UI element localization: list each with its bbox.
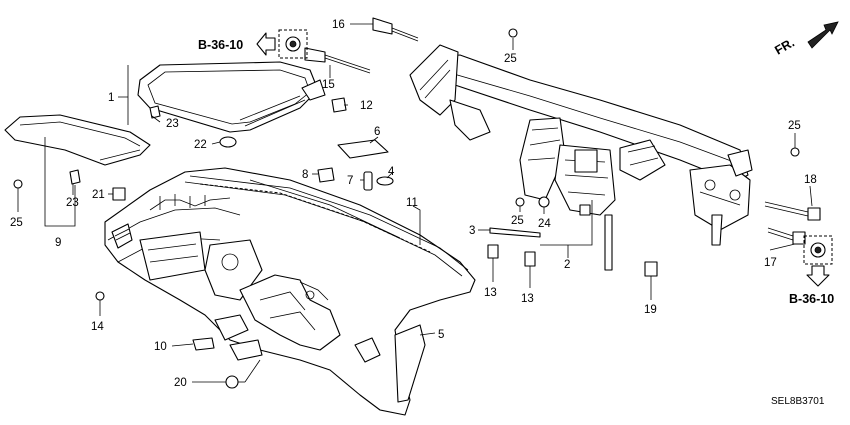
callout-14: 14: [91, 321, 104, 333]
front-direction-label: FR.: [772, 35, 796, 57]
reference-label-right: B-36-10: [789, 292, 834, 306]
front-direction-indicator: FR.: [772, 21, 839, 58]
callout-24: 24: [538, 218, 551, 230]
passenger-airbag-lid: [137, 61, 326, 133]
callout-13a: 13: [484, 287, 497, 299]
callout-21: 21: [92, 189, 105, 201]
steering-hanger-beam: [409, 44, 753, 271]
hardware: [13, 17, 826, 389]
callout-8: 8: [302, 169, 308, 181]
callout-10: 10: [154, 341, 167, 353]
callout-4: 4: [388, 166, 395, 178]
callout-numbers: 1 2 3 4 5 6 7 8 9 10 11 12 13 13 14 15 1…: [10, 19, 817, 389]
callout-6: 6: [374, 126, 380, 138]
callout-25c: 25: [511, 215, 524, 227]
callout-22: 22: [194, 139, 207, 151]
callout-7: 7: [347, 175, 353, 187]
callout-25d: 25: [788, 120, 801, 132]
callout-11: 11: [406, 197, 418, 209]
diagram-code: SEL8B3701: [771, 396, 825, 407]
callout-23a: 23: [166, 118, 179, 130]
callout-3: 3: [469, 225, 475, 237]
reference-label-top: B-36-10: [198, 38, 243, 52]
callout-1: 1: [108, 92, 114, 104]
callout-19: 19: [644, 304, 657, 316]
callout-25a: 25: [504, 53, 517, 65]
callout-5: 5: [438, 329, 444, 341]
reference-frames: [256, 29, 833, 287]
callout-9: 9: [55, 237, 61, 249]
callout-20: 20: [174, 377, 187, 389]
leader-lines: [17, 23, 813, 383]
callout-18: 18: [804, 174, 817, 186]
instrument-panel-assembly: [104, 167, 476, 416]
callout-15: 15: [322, 79, 335, 91]
callout-25b: 25: [10, 217, 23, 229]
side-trim-panel: [4, 114, 151, 166]
callout-16: 16: [332, 19, 345, 31]
reference-labels: B-36-10 B-36-10 SEL8B3701: [198, 38, 834, 407]
callout-12: 12: [360, 100, 373, 112]
callout-2: 2: [564, 259, 570, 271]
callout-23b: 23: [66, 197, 79, 209]
front-arrow-icon: [807, 21, 839, 49]
callout-17: 17: [764, 257, 777, 269]
callout-13b: 13: [521, 293, 534, 305]
